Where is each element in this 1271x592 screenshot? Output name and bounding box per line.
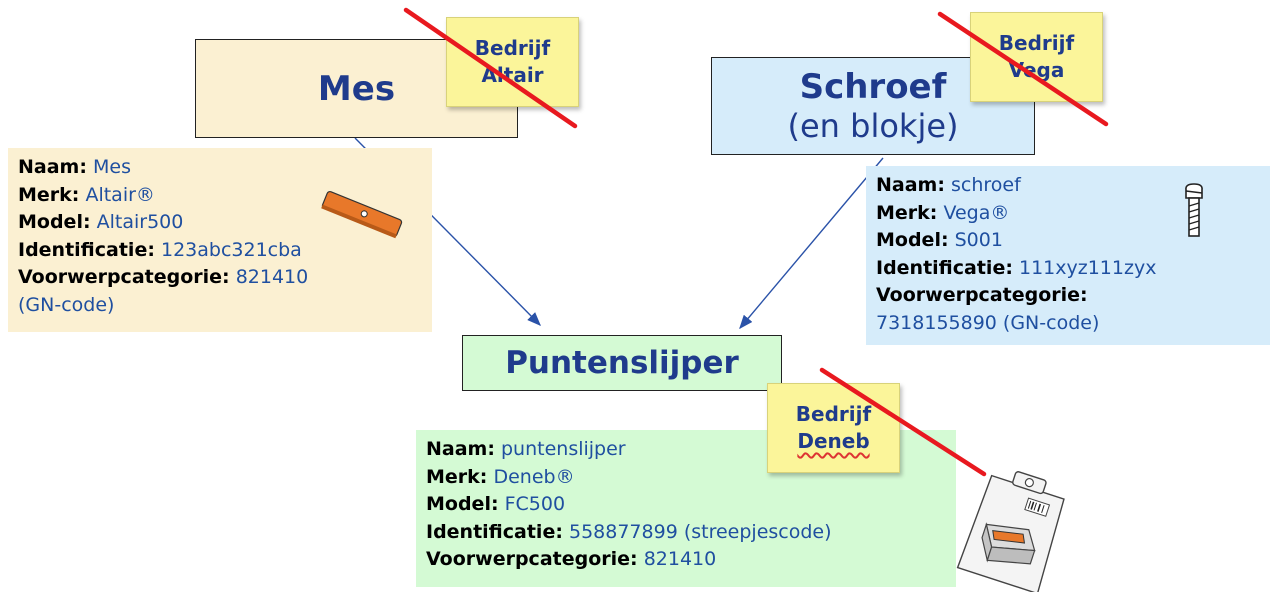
schroef-merk-row: Merk: Vega® [876,201,1010,224]
schroef-identificatie-row: Identificatie: 111xyz111zyx [876,256,1157,279]
schroef-categorie-extra: 7318155890 (GN-code) [876,311,1100,334]
mes-company-note: Bedrijf Altair [446,17,579,107]
schroef-company-label: Bedrijf [998,31,1075,55]
mes-merk-row: Merk: Altair® [18,183,155,206]
schroef-model-row: Model: S001 [876,229,1003,251]
mes-identificatie-row: Identificatie: 123abc321cba [18,238,302,261]
puntenslijper-info-panel: Naam: puntenslijper Merk: Deneb® Model: … [416,430,956,587]
puntenslijper-naam-row: Naam: puntenslijper [426,438,626,460]
schroef-company-note: Bedrijf Vega [970,12,1103,102]
puntenslijper-merk-row: Merk: Deneb® [426,465,575,488]
puntenslijper-identificatie-row: Identificatie: 558877899 (streepjescode) [426,520,832,543]
schroef-info-panel: Naam: schroef Merk: Vega® Model: S001 Id… [866,166,1270,345]
schroef-naam-row: Naam: schroef [876,174,1021,196]
puntenslijper-model-row: Model: FC500 [426,493,566,515]
mes-model-row: Model: Altair500 [18,211,184,233]
mes-company-name: Altair [481,63,544,87]
mes-info-panel: Naam: Mes Merk: Altair® Model: Altair500… [8,148,432,332]
arrow-schroef-to-puntenslijper [739,157,884,330]
schroef-title: Schroef [799,67,947,107]
schroef-company-name: Vega [1008,58,1065,82]
schroef-subtitle: (en blokje) [787,107,959,145]
puntenslijper-company-label: Bedrijf [795,402,872,426]
mes-title: Mes [317,68,396,109]
schroef-categorie-row: Voorwerpcategorie: [876,284,1088,306]
puntenslijper-company-note: Bedrijf Deneb [767,383,900,473]
puntenslijper-categorie-row: Voorwerpcategorie: 821410 [426,548,717,570]
puntenslijper-title: Puntenslijper [505,345,739,381]
puntenslijper-title-box: Puntenslijper [462,335,782,391]
mes-company-label: Bedrijf [474,36,551,60]
puntenslijper-company-name: Deneb [797,429,870,453]
mes-categorie-row: Voorwerpcategorie: 821410 [18,266,309,288]
mes-categorie-extra: (GN-code) [18,293,115,316]
mes-naam-row: Naam: Mes [18,156,131,178]
